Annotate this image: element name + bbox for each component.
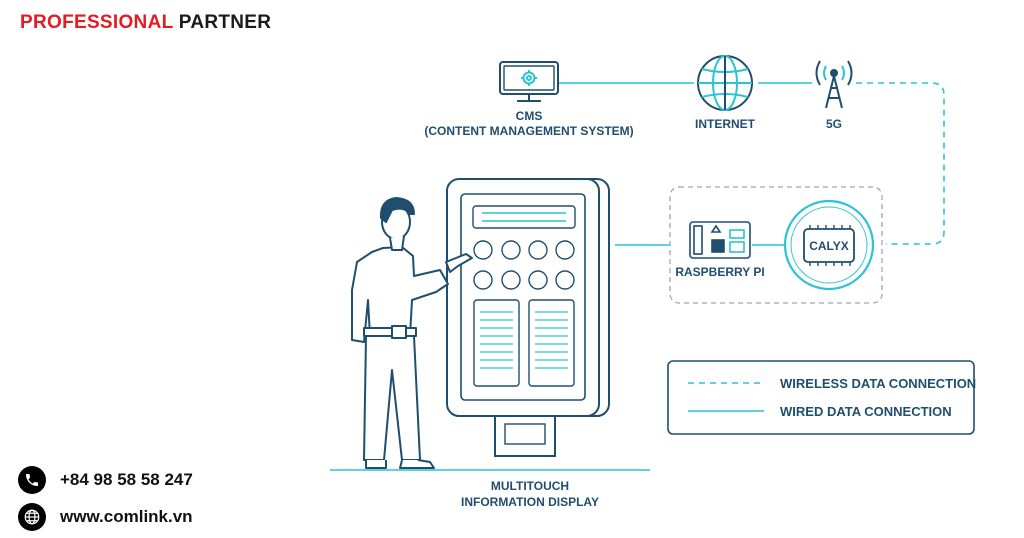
phone-icon — [18, 466, 46, 494]
cms-sublabel: (CONTENT MANAGEMENT SYSTEM) — [424, 124, 633, 138]
contact-website-row: www.comlink.vn — [18, 503, 193, 531]
wireless-connection-5g-calyx — [856, 82, 945, 245]
brand-word-partner: PARTNER — [178, 12, 272, 33]
brand-title: PROFESSIONAL PARTNER — [20, 12, 271, 34]
website-link[interactable]: www.comlink.vn — [60, 507, 193, 526]
globe-icon — [697, 55, 753, 111]
cms-label: CMS — [516, 109, 543, 123]
circuit-board-icon — [689, 221, 751, 259]
legend-wireless-label: WIRELESS DATA CONNECTION — [780, 376, 976, 391]
phone-number[interactable]: +84 98 58 58 247 — [60, 470, 193, 489]
legend-wired-label: WIRED DATA CONNECTION — [780, 404, 952, 419]
internet-label: INTERNET — [695, 117, 756, 131]
legend: WIRELESS DATA CONNECTION WIRED DATA CONN… — [667, 360, 976, 435]
cell-tower-icon — [815, 60, 853, 109]
chip-icon — [783, 199, 875, 291]
person-illustration — [351, 197, 473, 469]
device-group-box — [669, 186, 883, 304]
kiosk-icon — [446, 178, 610, 457]
contact-phone-row: +84 98 58 58 247 — [18, 466, 193, 494]
raspberry-label: RASPBERRY PI — [675, 265, 764, 279]
fiveg-label: 5G — [826, 117, 842, 131]
brand-word-professional: PROFESSIONAL — [20, 12, 174, 33]
monitor-gear-icon — [499, 61, 559, 102]
display-label: MULTITOUCH — [491, 479, 569, 493]
calyx-label: CALYX — [809, 239, 849, 253]
web-globe-icon — [18, 503, 46, 531]
display-sublabel: INFORMATION DISPLAY — [461, 495, 599, 509]
